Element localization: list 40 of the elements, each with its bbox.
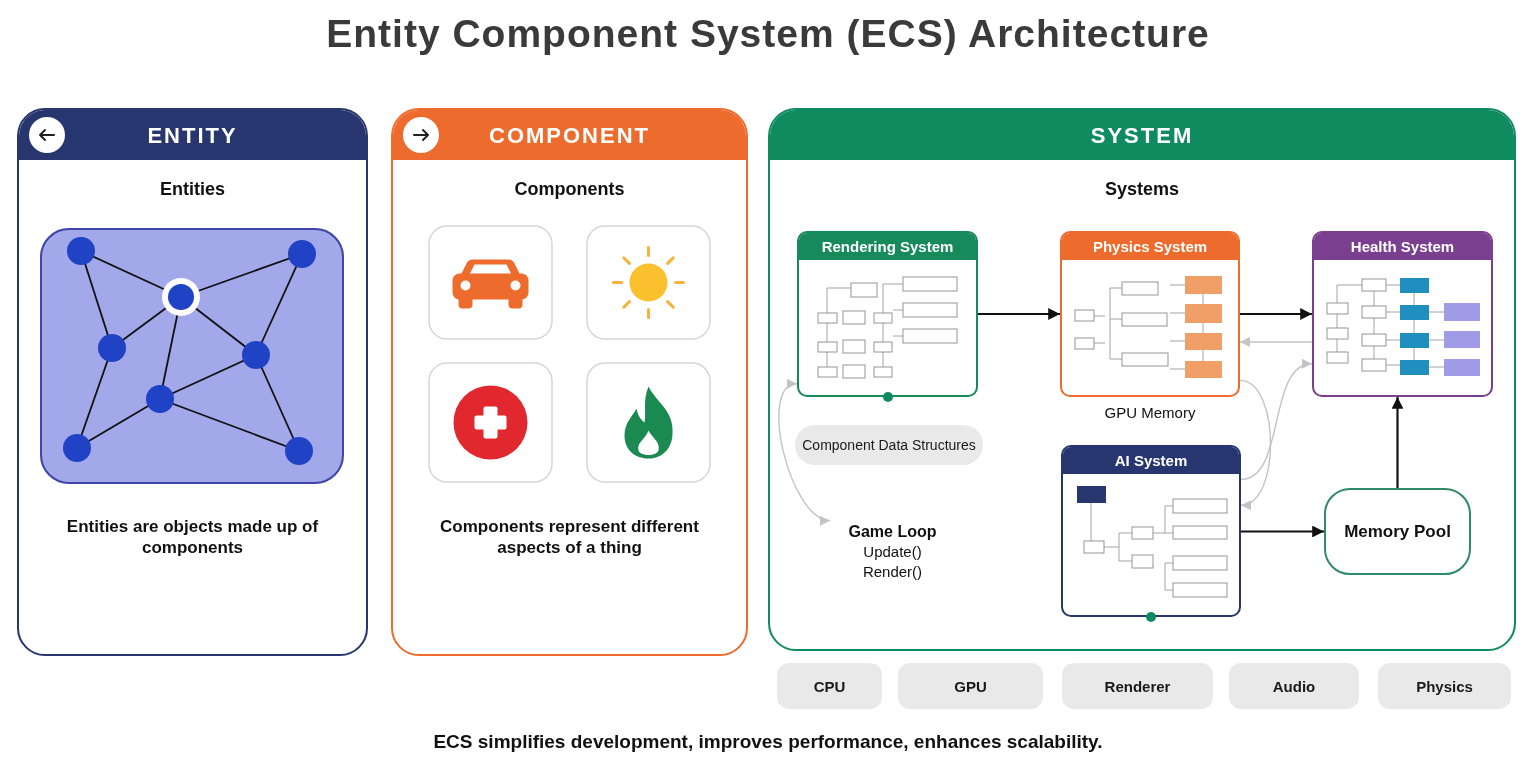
box-title: Health System — [1314, 233, 1491, 260]
arrow — [978, 308, 1060, 320]
section-heading: Systems — [1104, 179, 1180, 200]
box-title: AI System — [1063, 447, 1239, 474]
module-chip: GPU — [898, 663, 1043, 709]
description-text: Components represent different aspects of a thing — [439, 516, 700, 558]
arrow — [1241, 525, 1324, 538]
arrow — [1239, 336, 1313, 348]
panel-title: SYSTEM — [1090, 123, 1194, 149]
panel-title: COMPONENT — [489, 123, 650, 149]
caption-text: ECS simplifies development, improves performance, enhances scalability. — [433, 731, 1103, 753]
panel — [17, 108, 368, 656]
panel — [768, 108, 1516, 651]
system-box — [1061, 445, 1241, 617]
arrow — [1391, 397, 1404, 488]
panel-title: ENTITY — [147, 123, 238, 149]
loop-heading: Game Loop — [848, 522, 937, 542]
section-heading: Entities — [160, 179, 225, 200]
module-chip: Renderer — [1062, 663, 1213, 709]
arrow — [1239, 379, 1272, 508]
arrow — [1240, 308, 1312, 320]
module-chip: CPU — [777, 663, 882, 709]
module-chip: Physics — [1378, 663, 1511, 709]
double-arrow — [778, 381, 831, 523]
system-box — [1060, 231, 1240, 397]
box-title: Rendering System — [799, 233, 976, 260]
system-box — [797, 231, 978, 397]
function-name: Render() — [862, 562, 923, 582]
section-heading: Components — [514, 179, 625, 200]
structure-chip: Component Data Structures — [795, 425, 983, 465]
process-box: Memory Pool — [1324, 488, 1471, 575]
diagram-title: Entity Component System (ECS) Architecture — [326, 12, 1210, 56]
box-title: Physics System — [1062, 233, 1238, 260]
arrow — [1240, 361, 1313, 481]
function-name: Update() — [863, 542, 922, 562]
system-box — [1312, 231, 1493, 397]
panel — [391, 108, 748, 656]
module-chip: Audio — [1229, 663, 1359, 709]
annotation-text: GPU Memory — [1104, 404, 1196, 421]
description-text: Entities are objects made up of components — [65, 516, 320, 558]
